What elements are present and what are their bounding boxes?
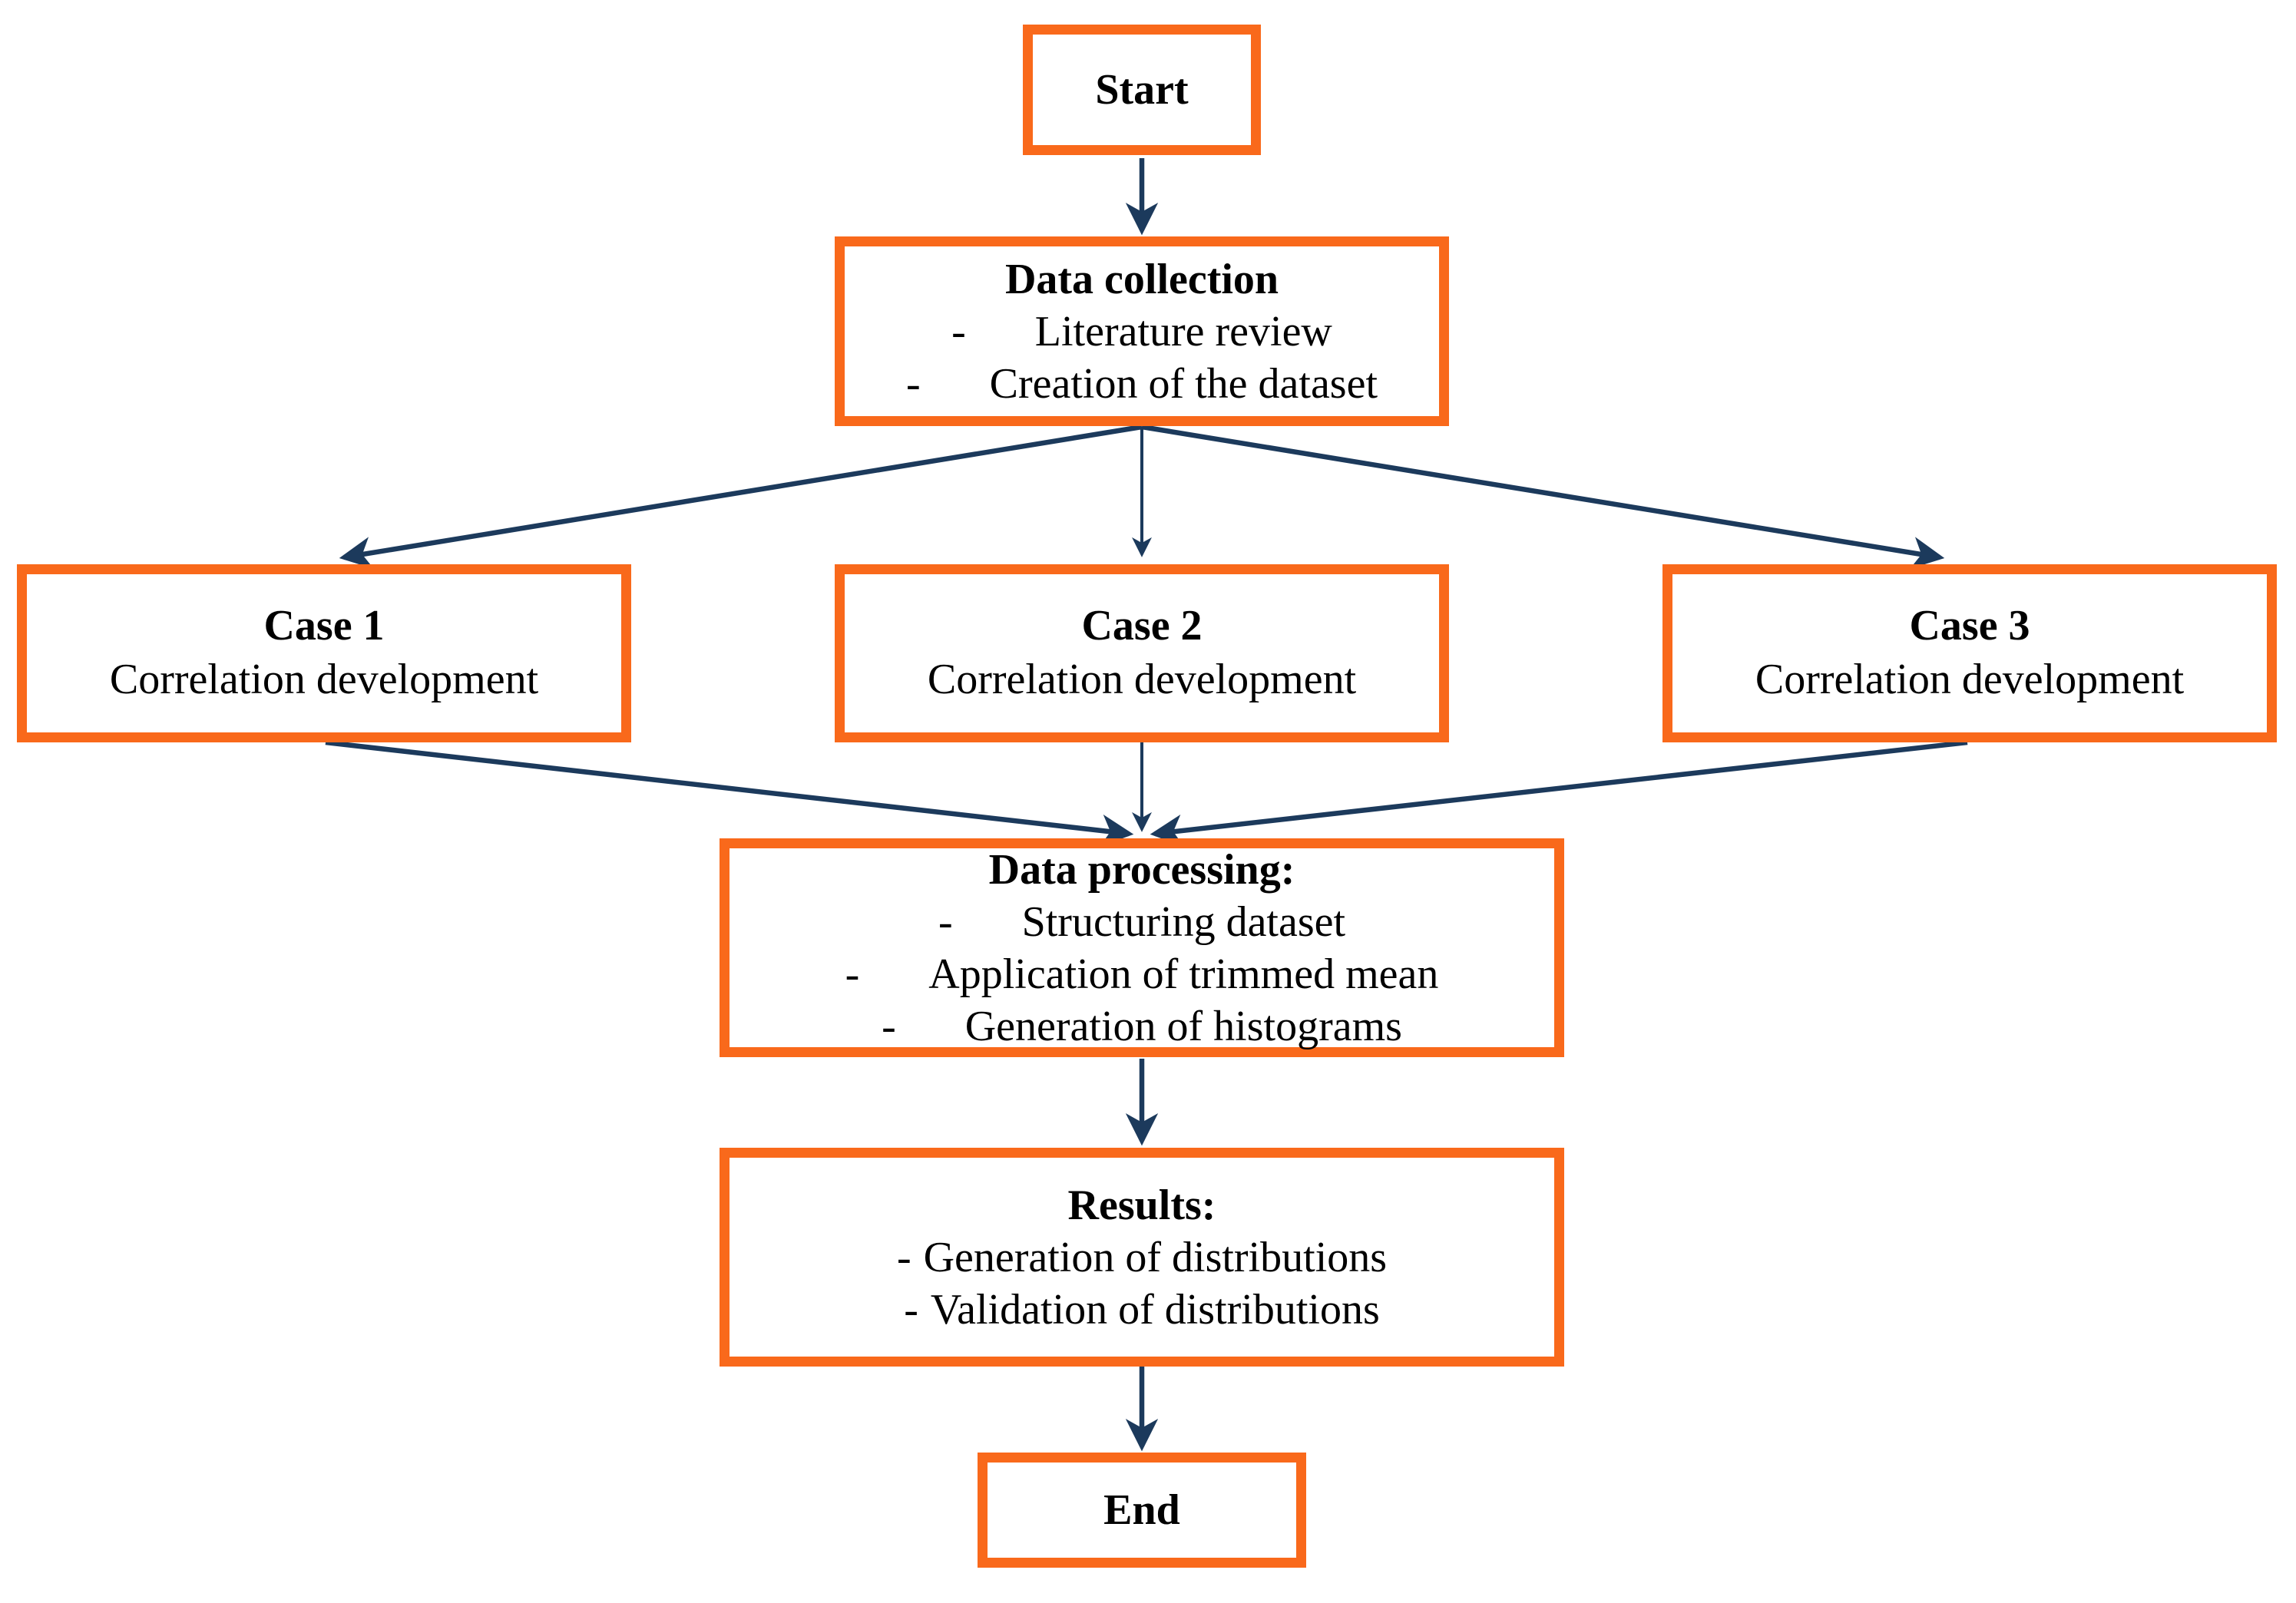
edge-case-1-to-data-processing bbox=[325, 739, 1134, 847]
node-case-2-title: Case 2 bbox=[1081, 602, 1203, 649]
node-data-processing-title: Data processing: bbox=[988, 845, 1295, 894]
dash-bullet: - bbox=[905, 359, 921, 408]
list-item: - Creation of the dataset bbox=[906, 358, 1378, 410]
node-case-1-subtitle: Correlation development bbox=[109, 656, 539, 703]
edge-data-collection-to-case-1 bbox=[339, 424, 1143, 570]
node-case-2-subtitle: Correlation development bbox=[927, 656, 1357, 703]
list-item-text: Literature review bbox=[1034, 307, 1332, 355]
list-item-text: Structuring dataset bbox=[1021, 897, 1346, 946]
dash-bullet: - bbox=[845, 950, 860, 998]
node-case-3: Case 3 Correlation development bbox=[1662, 564, 2277, 742]
node-results-title: Results: bbox=[1067, 1181, 1216, 1229]
node-end: End bbox=[978, 1453, 1306, 1568]
node-results: Results: - Generation of distributions -… bbox=[720, 1148, 1564, 1367]
list-item: - Generation of histograms bbox=[882, 1000, 1402, 1053]
edge-case-3-to-data-processing bbox=[1150, 739, 1968, 847]
node-data-processing: Data processing: - Structuring dataset -… bbox=[720, 838, 1564, 1057]
node-case-1: Case 1 Correlation development bbox=[17, 564, 631, 742]
edge-data-collection-to-case-3 bbox=[1141, 424, 1945, 570]
dash-bullet: - bbox=[882, 1002, 896, 1050]
dash-bullet: - bbox=[938, 897, 953, 946]
node-case-3-subtitle: Correlation development bbox=[1755, 656, 2185, 703]
list-item: - Application of trimmed mean bbox=[845, 948, 1439, 1000]
node-data-collection: Data collection - Literature review - Cr… bbox=[835, 236, 1449, 426]
node-case-2: Case 2 Correlation development bbox=[835, 564, 1449, 742]
node-end-title: End bbox=[1103, 1486, 1180, 1534]
list-item-text: Application of trimmed mean bbox=[928, 950, 1439, 998]
node-start-title: Start bbox=[1095, 66, 1189, 114]
list-item-text: Validation of distributions bbox=[930, 1285, 1380, 1334]
list-item-text: Generation of distributions bbox=[923, 1233, 1388, 1281]
node-case-1-title: Case 1 bbox=[263, 602, 385, 649]
dash-bullet: - bbox=[896, 1233, 911, 1281]
list-item: - Generation of distributions bbox=[897, 1231, 1387, 1284]
node-case-3-title: Case 3 bbox=[1909, 602, 2030, 649]
list-item: - Structuring dataset bbox=[938, 896, 1345, 948]
list-item: - Validation of distributions bbox=[904, 1284, 1380, 1336]
dash-bullet: - bbox=[951, 307, 966, 355]
node-start: Start bbox=[1023, 25, 1261, 155]
dash-bullet: - bbox=[904, 1285, 918, 1334]
node-data-collection-title: Data collection bbox=[1004, 255, 1279, 303]
list-item-text: Creation of the dataset bbox=[989, 359, 1378, 408]
list-item: - Literature review bbox=[951, 306, 1332, 358]
list-item-text: Generation of histograms bbox=[964, 1002, 1402, 1050]
